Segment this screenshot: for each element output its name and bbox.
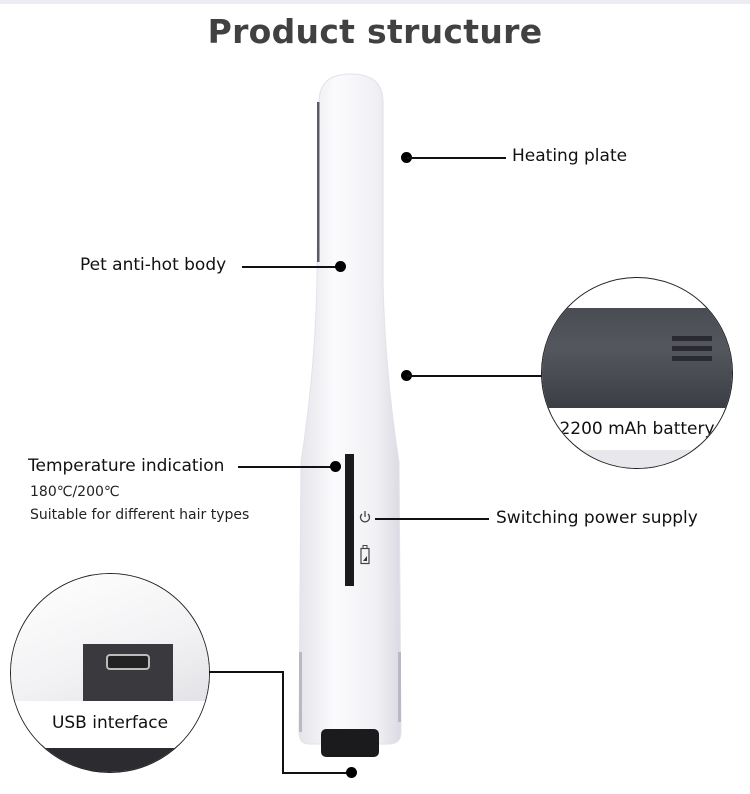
temperature-values: 180℃/200℃ — [30, 484, 120, 500]
battery-marker — [401, 370, 412, 381]
usb-port — [106, 654, 150, 670]
battery-icon — [360, 545, 370, 565]
heating-plate-marker — [401, 152, 412, 163]
temperature-leader — [238, 466, 334, 468]
heating-plate-leader — [407, 157, 506, 159]
temperature-marker — [330, 461, 341, 472]
usb-zoom-circle: USB interface — [10, 573, 210, 773]
hair-straightener-illustration — [298, 73, 402, 757]
battery-label: 2200 mAh battery — [542, 413, 732, 445]
body-marker — [335, 261, 346, 272]
power-icon — [359, 511, 371, 523]
usb-photo-bottom — [11, 748, 209, 772]
heating-plate-label: Heating plate — [512, 146, 628, 166]
temperature-note: Suitable for different hair types — [30, 507, 250, 523]
usb-leader-bottom — [282, 772, 350, 774]
top-band — [0, 0, 750, 4]
battery-zoom-circle: 2200 mAh battery — [541, 277, 733, 469]
power-leader — [375, 518, 489, 520]
usb-leader-horizontal — [209, 671, 283, 673]
battery-leader — [407, 375, 544, 377]
usb-label: USB interface — [11, 701, 209, 745]
battery-photo — [542, 308, 732, 408]
battery-bottom — [542, 450, 732, 468]
usb-port-housing — [83, 644, 173, 704]
body-leader — [242, 266, 340, 268]
page-title: Product structure — [207, 12, 543, 51]
body-label: Pet anti-hot body — [80, 255, 227, 275]
battery-vent — [672, 336, 712, 341]
usb-leader-vertical — [282, 671, 284, 773]
power-label: Switching power supply — [496, 508, 698, 528]
temperature-label: Temperature indication — [28, 456, 225, 476]
usb-marker — [346, 767, 357, 778]
